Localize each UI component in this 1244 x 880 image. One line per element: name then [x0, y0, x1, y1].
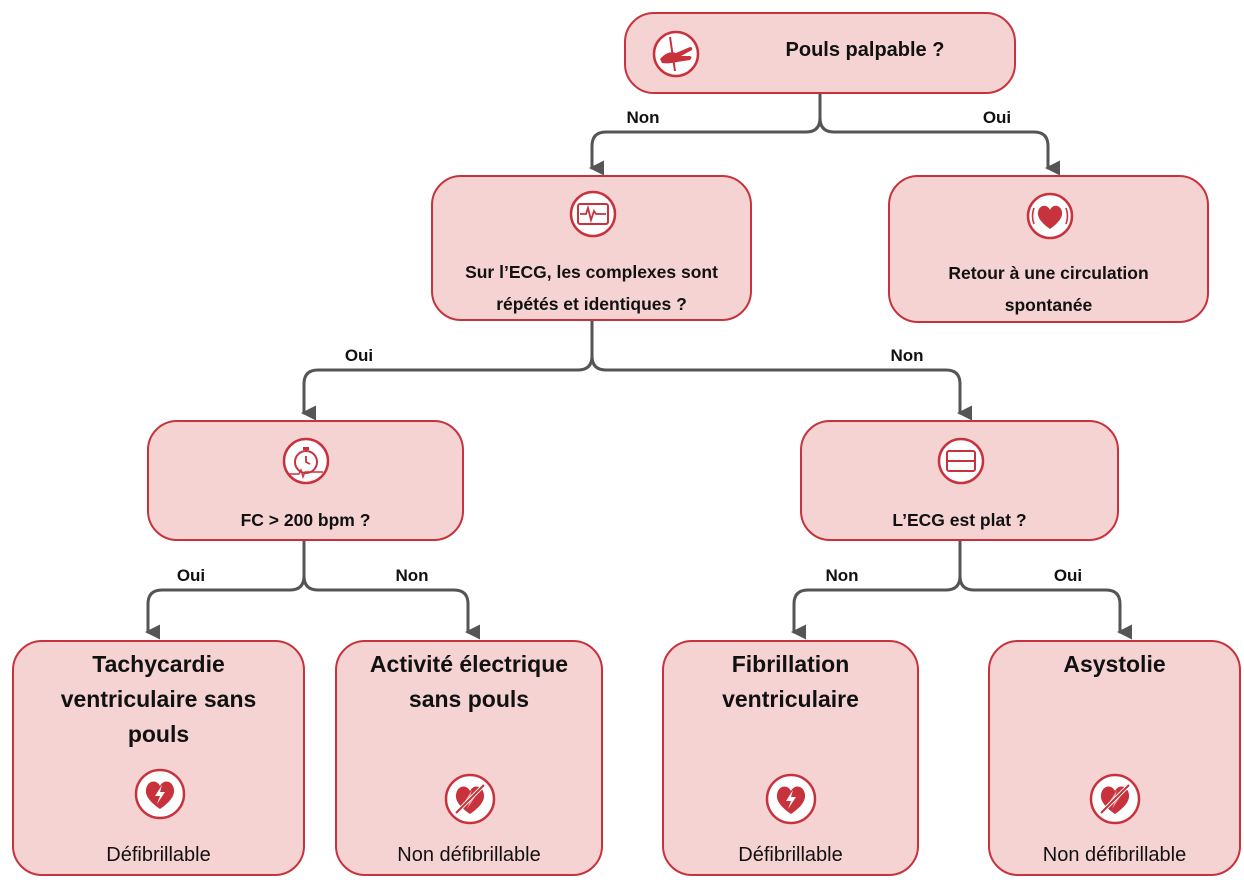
ecg-question-line2: répétés et identiques ? — [496, 294, 687, 314]
rosc-line2: spontanée — [1004, 295, 1093, 315]
edge-label-ecg-no: Non — [890, 346, 924, 365]
ecg-monitor-icon — [569, 190, 617, 238]
stopwatch-icon — [282, 437, 330, 485]
root-question-text: Pouls palpable ? — [785, 39, 945, 61]
leaf-pea-title-line2: sans pouls — [408, 686, 530, 712]
leaf-asystole-title-line1: Asystolie — [1063, 651, 1166, 677]
leaf-vt-title-line1: Tachycardie — [92, 651, 225, 677]
connector-ecg-yes — [301, 318, 594, 421]
leaf-vt-title-line3: pouls — [127, 721, 190, 747]
leaf-vt-node: Tachycardie ventriculaire sans pouls Déf… — [12, 640, 305, 876]
non-shockable-heart-icon — [444, 773, 496, 825]
hand-pulse-icon — [652, 30, 700, 78]
connector-flat-no — [791, 538, 962, 640]
connector-fc-yes — [145, 538, 306, 640]
fc-question-text: FC > 200 bpm ? — [240, 510, 371, 530]
connector-root-no — [589, 91, 822, 176]
connector-ecg-no — [590, 354, 972, 421]
heart-icon — [1026, 192, 1074, 240]
edge-label-flat-no: Non — [825, 566, 859, 585]
leaf-vf-title-line2: ventriculaire — [722, 686, 859, 712]
leaf-asystole-status: Non défibrillable — [1042, 844, 1187, 866]
rosc-line1: Retour à une circulation — [948, 263, 1149, 283]
ecg-question-node: Sur l’ECG, les complexes sont répétés et… — [431, 175, 752, 321]
edge-label-ecg-yes: Oui — [344, 346, 374, 365]
root-question-node: Pouls palpable ? — [624, 12, 1016, 94]
flat-question-node: L’ECG est plat ? — [800, 420, 1119, 541]
rosc-node: Retour à une circulation spontanée — [888, 175, 1209, 323]
leaf-vt-title-line2: ventriculaire sans — [60, 686, 257, 712]
edge-label-fc-yes: Oui — [176, 566, 206, 585]
leaf-pea-title-line1: Activité électrique — [369, 651, 569, 677]
leaf-vf-title-line1: Fibrillation — [731, 651, 850, 677]
shockable-heart-icon — [134, 768, 186, 820]
connector-flat-yes — [958, 574, 1132, 640]
leaf-pea-status: Non défibrillable — [397, 844, 541, 866]
shockable-heart-icon — [765, 773, 817, 825]
edge-label-flat-yes: Oui — [1053, 566, 1083, 585]
leaf-vf-status: Défibrillable — [738, 844, 843, 866]
flat-ecg-monitor-icon — [937, 437, 985, 485]
fc-question-node: FC > 200 bpm ? — [147, 420, 464, 541]
edge-label-root-no: Non — [626, 108, 660, 127]
ecg-question-line1: Sur l’ECG, les complexes sont — [465, 262, 718, 282]
leaf-asystole-node: Asystolie Non défibrillable — [988, 640, 1241, 876]
non-shockable-heart-icon — [1089, 773, 1141, 825]
flat-question-text: L’ECG est plat ? — [892, 510, 1027, 530]
leaf-vf-node: Fibrillation ventriculaire Défibrillable — [662, 640, 919, 876]
edge-label-root-yes: Oui — [982, 108, 1012, 127]
connector-fc-no — [302, 574, 480, 640]
leaf-vt-status: Défibrillable — [106, 844, 211, 866]
connector-root-yes — [818, 116, 1060, 176]
edge-label-fc-no: Non — [395, 566, 429, 585]
leaf-pea-node: Activité électrique sans pouls Non défib… — [335, 640, 603, 876]
